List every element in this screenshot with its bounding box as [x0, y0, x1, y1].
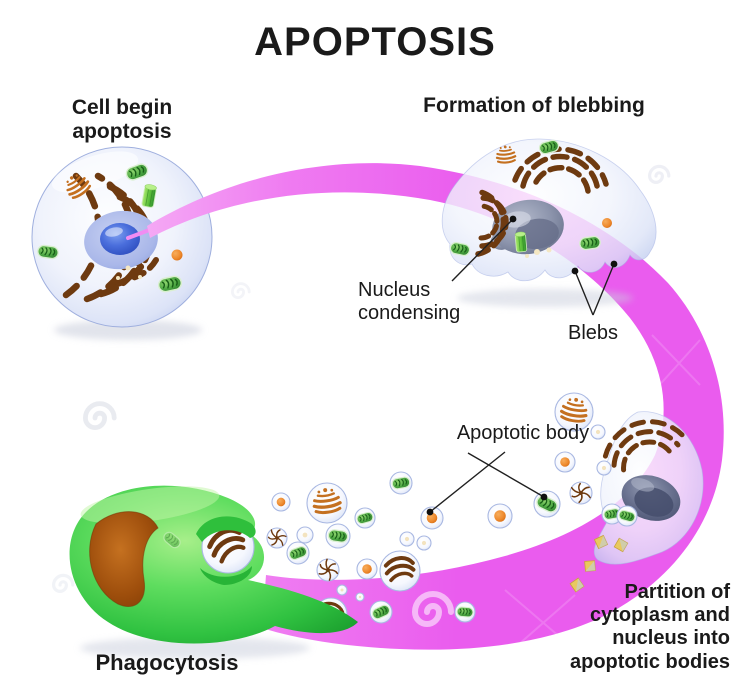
apoptotic-body	[356, 558, 378, 580]
stage-label-phagocytosis: Phagocytosis	[95, 650, 239, 675]
apoptotic-body	[554, 451, 576, 473]
apoptotic-bodies-cluster	[266, 392, 638, 631]
condensed-nucleus	[621, 475, 681, 521]
vesicles	[116, 265, 142, 280]
vesicles	[525, 247, 552, 258]
healthy-cell	[31, 146, 213, 340]
phagocyte-lower-lip	[200, 566, 252, 585]
apoptotic-body	[533, 490, 561, 518]
annotation-apoptotic-body: Apoptotic body	[456, 422, 590, 444]
phagocyte-cell	[69, 485, 358, 659]
apoptotic-body	[416, 535, 432, 551]
apoptotic-body	[369, 600, 393, 624]
cell-shadow	[54, 320, 202, 340]
apoptotic-body	[389, 471, 413, 495]
annotation-nucleus-condensing: Nucleus condensing	[358, 279, 461, 324]
arrow-tail	[126, 227, 154, 240]
apoptotic-body	[314, 556, 342, 584]
apoptotic-body	[487, 503, 513, 529]
cell-shadow	[80, 637, 310, 659]
phagocyte-upper-lip	[196, 516, 256, 542]
apoptotic-body	[266, 527, 288, 549]
nucleus	[84, 210, 158, 270]
apoptotic-body	[354, 507, 376, 529]
apoptotic-body	[379, 550, 421, 592]
apoptotic-body	[355, 592, 365, 602]
lysosome	[602, 218, 612, 228]
condensing-nucleus	[490, 199, 564, 255]
stage-label-partition: Partition of cytoplasm and nucleus into …	[570, 581, 730, 673]
apoptotic-body	[568, 480, 593, 505]
apoptotic-body	[306, 482, 348, 524]
apoptotic-body	[286, 541, 310, 565]
apoptotic-body	[616, 505, 638, 527]
stage-label-formation-of-blebbing: Formation of blebbing	[423, 94, 645, 117]
apoptotic-body	[454, 601, 476, 623]
apoptotic-body	[399, 531, 415, 547]
apoptotic-body	[554, 392, 594, 432]
cell-shadow	[457, 289, 633, 307]
apoptosis-progression-arrow	[147, 163, 724, 650]
apoptotic-body	[271, 492, 291, 512]
apoptotic-body	[336, 584, 348, 596]
label-pointer-lines	[426, 215, 618, 516]
lysosome	[171, 249, 183, 261]
diagram-title: APOPTOSIS	[254, 20, 496, 64]
apoptotic-body	[420, 506, 444, 530]
apoptotic-body	[296, 526, 314, 544]
phagocyte-nucleus	[89, 511, 159, 607]
centriole	[514, 231, 528, 253]
apoptotic-body	[590, 424, 606, 440]
stage-label-cell-begin-apoptosis: Cell begin apoptosis	[71, 96, 173, 143]
watermark-lines	[504, 334, 701, 653]
blebbing-cell	[441, 138, 657, 307]
apoptotic-body	[596, 460, 612, 476]
apoptotic-body	[325, 523, 351, 549]
partitioning-cell	[593, 411, 704, 565]
endoplasmic-reticulum	[602, 419, 686, 473]
annotation-blebs: Blebs	[567, 322, 619, 344]
endoplasmic-reticulum	[473, 146, 609, 257]
